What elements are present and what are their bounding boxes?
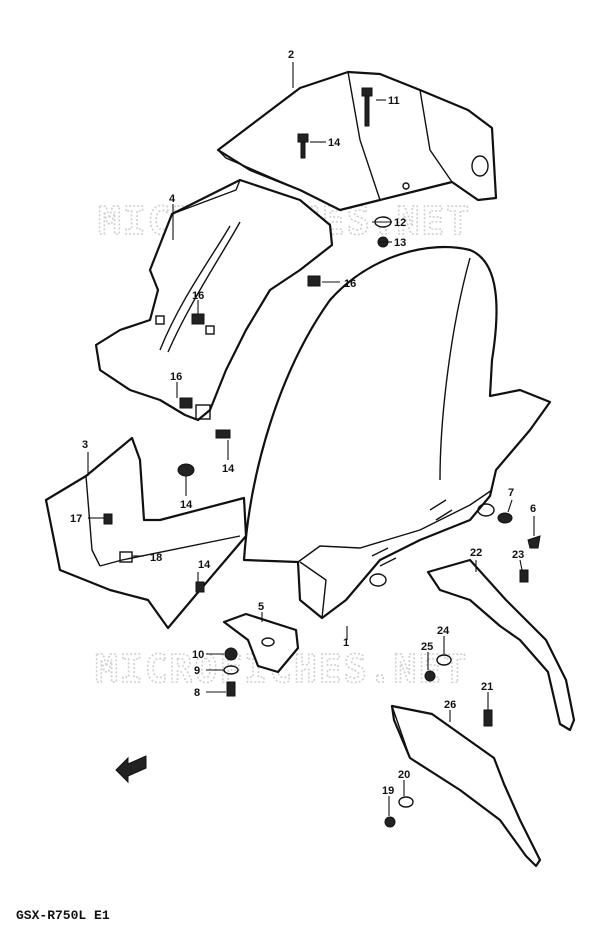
callouts: 2 11 14 12 13 4 16 16 16 14 14 3 17 18 1… xyxy=(70,49,536,797)
bolt-11-icon xyxy=(361,87,373,97)
part-23-lower-bracket xyxy=(390,704,542,868)
bushing-7-icon xyxy=(497,512,513,524)
callout-19: 22 xyxy=(470,547,482,559)
part-19-plate-bracket xyxy=(426,558,576,732)
callout-18: 18 xyxy=(150,552,162,564)
front-arrow-icon xyxy=(115,755,147,784)
callout-25: 20 xyxy=(398,769,410,781)
nut-26-icon xyxy=(384,816,396,828)
callout-11: 11 xyxy=(388,95,400,107)
callout-21: 24 xyxy=(437,625,450,637)
callout-23: 26 xyxy=(444,699,456,711)
washer-25-icon xyxy=(398,796,414,808)
washer-21-icon xyxy=(436,654,452,666)
callout-3: 3 xyxy=(82,439,88,451)
bolt-20-icon xyxy=(519,569,529,583)
callout-16-a: 16 xyxy=(344,278,356,290)
hardware xyxy=(103,87,541,828)
leader-lines xyxy=(87,62,535,816)
nut-22-icon xyxy=(424,670,436,682)
bolt-24-icon xyxy=(483,709,493,727)
callout-4: 4 xyxy=(169,193,176,205)
callout-13: 13 xyxy=(394,237,406,249)
callout-22: 25 xyxy=(421,641,433,653)
part-5-small-bracket xyxy=(222,612,300,674)
clip-16-icon xyxy=(307,275,321,287)
part-2-upper-cover xyxy=(216,70,498,212)
callout-6: 6 xyxy=(530,503,536,515)
screw-17-icon xyxy=(103,513,113,525)
callout-15: 14 xyxy=(180,499,193,511)
screw-14-low-icon xyxy=(195,581,205,593)
model-code: GSX-R750L E1 xyxy=(16,908,110,923)
part-4-inner-fender xyxy=(94,178,334,422)
part-1-rear-fender xyxy=(242,246,552,620)
nut-6-icon xyxy=(527,535,541,549)
clip-16b-icon xyxy=(191,313,205,325)
callout-16-c: 16 xyxy=(170,371,182,383)
part-3-lower-bracket xyxy=(44,436,248,630)
screw-14-upper-icon xyxy=(297,133,309,143)
callout-14-a: 14 xyxy=(328,137,341,149)
callout-24: 21 xyxy=(481,681,493,693)
callout-7: 7 xyxy=(508,487,514,499)
screw-14-upper-shank-icon xyxy=(300,141,306,159)
clip-16c-icon xyxy=(179,397,193,409)
callout-9: 9 xyxy=(194,665,200,677)
callout-20: 23 xyxy=(512,549,524,561)
callout-2: 2 xyxy=(288,49,294,61)
bolt-11-shank-icon xyxy=(364,95,370,127)
callout-1: 1 xyxy=(343,637,349,649)
bolt-8-icon xyxy=(226,681,236,697)
grommet-15-icon xyxy=(177,463,195,477)
screw-14-mid-icon xyxy=(215,429,231,439)
callout-10: 10 xyxy=(192,649,204,661)
callout-14-c: 14 xyxy=(198,559,211,571)
callout-5: 5 xyxy=(258,601,264,613)
washer-10-icon xyxy=(224,647,238,661)
callout-14-b: 14 xyxy=(222,463,235,475)
callout-26: 19 xyxy=(382,785,394,797)
callout-8: 8 xyxy=(194,687,200,699)
callout-17: 17 xyxy=(70,513,82,525)
callout-12: 12 xyxy=(394,217,406,229)
callout-16-b: 16 xyxy=(192,290,204,302)
